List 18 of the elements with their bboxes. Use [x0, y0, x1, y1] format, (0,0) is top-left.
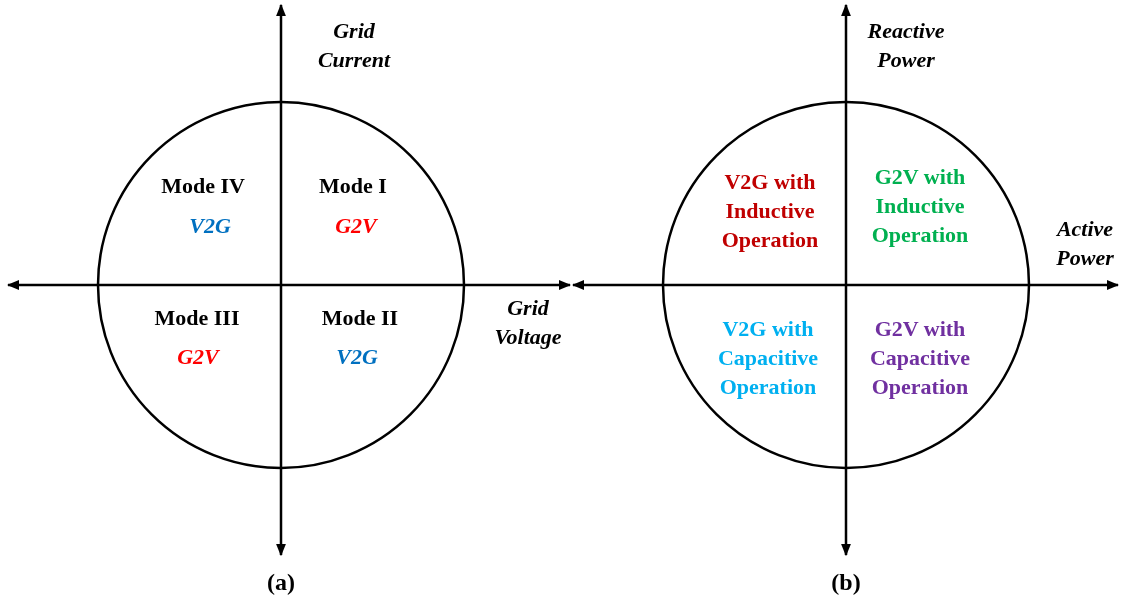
mode-label: Mode IV [160, 172, 246, 201]
axis-label: Reactive Power [866, 16, 946, 74]
mode-label: Mode II [320, 304, 400, 333]
mode-label: V2G [188, 212, 232, 241]
quadrant-label: G2V with Capacitive Operation [868, 315, 972, 402]
mode-label: Mode I [318, 172, 388, 201]
mode-label: Mode III [153, 304, 241, 333]
axis-label: Grid Voltage [493, 293, 563, 351]
panel-label: (b) [830, 568, 862, 598]
mode-label: G2V [334, 212, 379, 241]
panel-label: (a) [266, 568, 296, 598]
quadrant-label: V2G with Inductive Operation [720, 168, 820, 255]
axis-label: Active Power [1055, 214, 1115, 272]
mode-label: V2G [335, 343, 379, 372]
mode-label: G2V [176, 343, 221, 372]
quadrant-label: V2G with Capacitive Operation [716, 315, 820, 402]
axis-label: Grid Current [316, 16, 392, 74]
quadrant-label: G2V with Inductive Operation [870, 163, 970, 250]
